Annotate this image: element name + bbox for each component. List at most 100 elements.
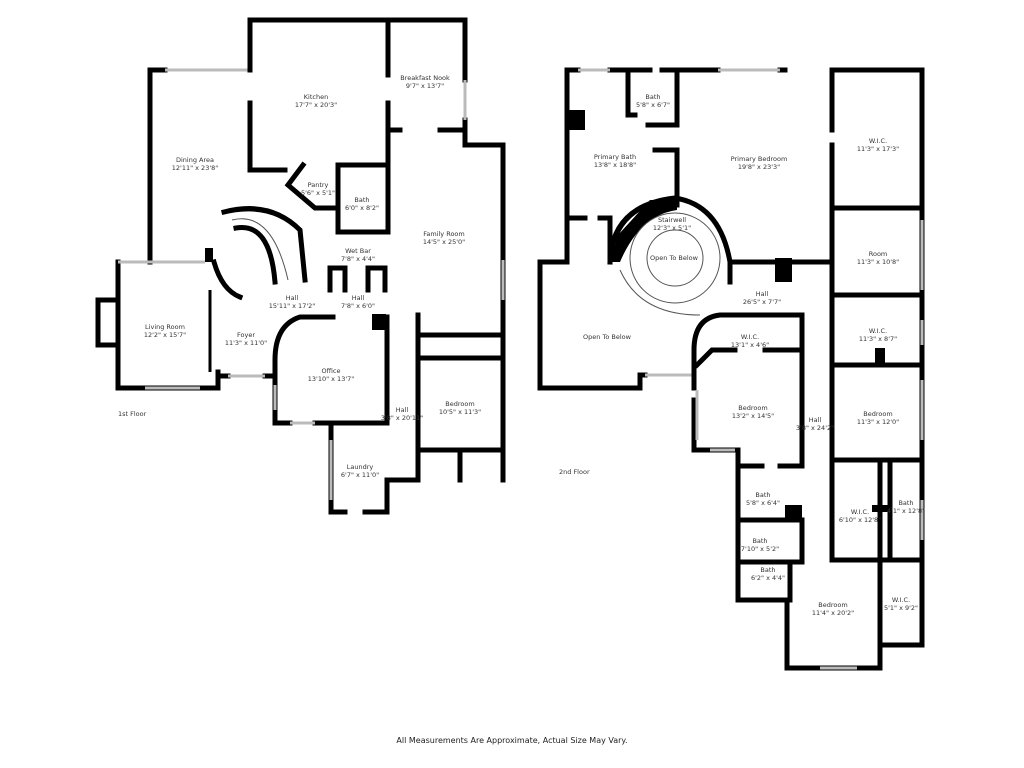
room-name: W.I.C. (868, 327, 888, 335)
room-name: Bath (354, 196, 370, 204)
room-name: Breakfast Nook (400, 74, 450, 82)
room-size: 9'7" x 13'7" (405, 82, 445, 90)
disclaimer-footer: All Measurements Are Approximate, Actual… (396, 736, 628, 745)
room-name: Bedroom (445, 400, 475, 408)
room-label-wic: W.I.C.5'1" x 9'2" (884, 596, 918, 612)
room-size: 4'1" x 12'8" (886, 507, 926, 515)
room-name: Kitchen (303, 93, 329, 101)
room-name: Laundry (346, 463, 374, 471)
room-name: Open To Below (583, 333, 631, 341)
room-size: 11'3" x 8'7" (858, 335, 898, 343)
room-label-wic: W.I.C.13'1" x 4'6" (731, 333, 769, 349)
room-name: Hall (755, 290, 769, 298)
room-name: Bedroom (818, 601, 848, 609)
room-size: 13'8" x 18'8" (593, 161, 637, 169)
room-size: 11'4" x 20'2" (811, 609, 855, 617)
room-size: 6'2" x 4'4" (750, 574, 786, 582)
room-name: W.I.C. (850, 508, 870, 516)
room-name: Bath (898, 499, 914, 507)
room-size: 7'8" x 4'4" (340, 255, 376, 263)
room-size: 17'7" x 20'3" (294, 101, 338, 109)
room-name: Living Room (145, 323, 185, 331)
room-size: 12'11" x 23'8" (171, 164, 219, 172)
room-label-open-to-below: Open To Below (583, 333, 631, 341)
room-name: Hall (285, 294, 299, 302)
room-name: Primary Bedroom (730, 155, 788, 163)
room-name: Bath (755, 491, 771, 499)
room-label-wic: W.I.C.11'3" x 17'3" (857, 137, 899, 153)
room-size: 6'10" x 12'8" (838, 516, 882, 524)
room-size: 26'5" x 7'7" (742, 298, 782, 306)
room-name: Room (868, 250, 888, 258)
room-size: 5'1" x 9'2" (883, 604, 919, 612)
room-size: 13'1" x 4'6" (730, 341, 770, 349)
room-size: 6'0" x 8'2" (344, 204, 380, 212)
room-size: 10'5" x 11'3" (438, 408, 482, 416)
room-size: 12'3" x 5'1" (652, 224, 692, 232)
first-floor-walls (95, 17, 506, 515)
room-size: 13'10" x 13'7" (307, 375, 355, 383)
room-name: Bedroom (863, 410, 893, 418)
room-size: 12'2" x 15'7" (143, 331, 187, 339)
room-name: Hall (808, 416, 822, 424)
room-size: 5'6" x 5'1" (300, 189, 336, 197)
room-name: Bath (645, 93, 661, 101)
room-label-wic: W.I.C.6'10" x 12'8" (839, 508, 881, 524)
room-size: 3'8" x 20'11" (380, 414, 424, 422)
room-name: Hall (351, 294, 365, 302)
room-size: 6'7" x 11'0" (340, 471, 380, 479)
room-name: Hall (395, 406, 409, 414)
room-name: W.I.C. (868, 137, 888, 145)
room-size: 11'3" x 10'8" (856, 258, 900, 266)
room-name: W.I.C. (740, 333, 760, 341)
room-size: 3'8" x 24'2" (795, 424, 835, 432)
room-size: 7'10" x 5'2" (740, 545, 780, 553)
room-name: Wet Bar (345, 247, 371, 255)
room-size: 14'5" x 25'0" (422, 238, 466, 246)
room-label-open-to-below: Open To Below (650, 254, 698, 262)
room-name: Dining Area (175, 156, 215, 164)
room-name: Bedroom (738, 404, 768, 412)
room-name: Family Room (423, 230, 465, 238)
room-name: Office (321, 367, 341, 375)
room-name: Open To Below (650, 254, 698, 262)
room-name: Bath (752, 537, 768, 545)
room-label-wic: W.I.C.11'3" x 8'7" (859, 327, 897, 343)
room-size: 11'3" x 11'0" (224, 339, 268, 347)
room-name: W.I.C. (891, 596, 911, 604)
room-size: 19'8" x 23'3" (737, 163, 781, 171)
room-name: Pantry (307, 181, 329, 189)
floor-label-1st: 1st Floor (118, 410, 147, 418)
room-size: 5'8" x 6'4" (745, 499, 781, 507)
room-size: 13'2" x 14'5" (731, 412, 775, 420)
room-size: 11'3" x 12'0" (856, 418, 900, 426)
room-size: 7'8" x 6'0" (340, 302, 376, 310)
